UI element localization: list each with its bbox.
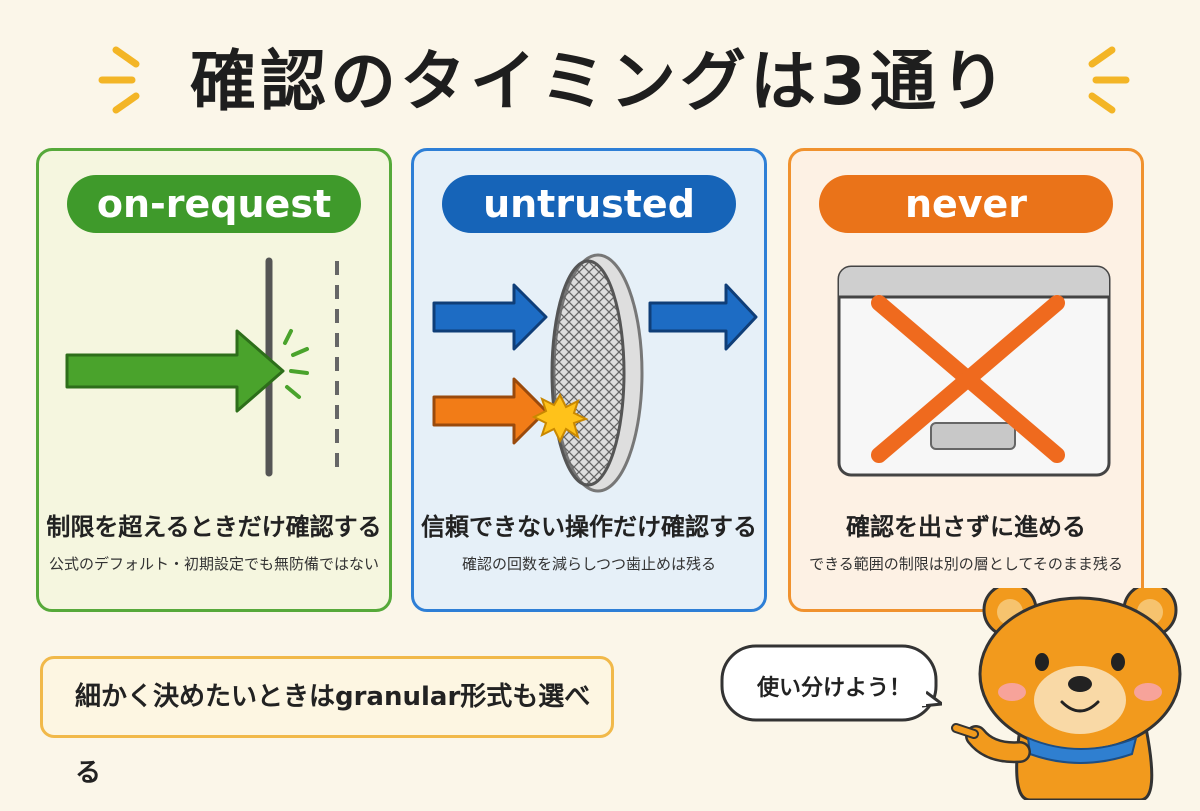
- card-on-request: on-request 制限を超えるときだけ確認する 公式のデフォルト・初期設定で…: [36, 148, 392, 612]
- card-sub-text: 確認の回数を減らしつつ歯止めは残る: [461, 555, 717, 573]
- card-main-text: 確認を出さずに進める: [846, 513, 1086, 541]
- card-never: never 確認を出さずに進める できる範囲の制限は別の層としてそのまま残る: [788, 148, 1144, 612]
- card-main-text: 信頼できない操作だけ確認する: [421, 513, 757, 541]
- card-main-text: 制限を超えるときだけ確認する: [46, 513, 382, 541]
- filter-mesh-icon: [432, 253, 758, 493]
- mode-label-on-request: on-request: [67, 175, 361, 233]
- barrier-arrow-icon: [65, 257, 339, 477]
- speech-bubble-text: 使い分けよう！: [756, 676, 911, 701]
- bear-mascot-icon: [951, 588, 1182, 800]
- granular-note: 細かく決めたいときはgranular形式も選べる: [40, 656, 614, 788]
- card-untrusted: untrusted 信頼できない操作だけ確認する 確認の回数を減らしつつ歯止めは…: [411, 148, 767, 612]
- mode-label-never: never: [819, 175, 1113, 233]
- speech-bubble: [720, 644, 942, 722]
- card-sub-text: 公式のデフォルト・初期設定でも無防備ではない: [48, 555, 379, 573]
- page-title: 確認のタイミングは3通り: [190, 43, 1010, 120]
- crossed-dialog-icon: [837, 265, 1111, 477]
- card-sub-text: できる範囲の制限は別の層としてそのまま残る: [809, 555, 1123, 573]
- sparkle-left-icon: [98, 46, 140, 114]
- sparkle-right-icon: [1088, 46, 1130, 114]
- mode-label-untrusted: untrusted: [442, 175, 736, 233]
